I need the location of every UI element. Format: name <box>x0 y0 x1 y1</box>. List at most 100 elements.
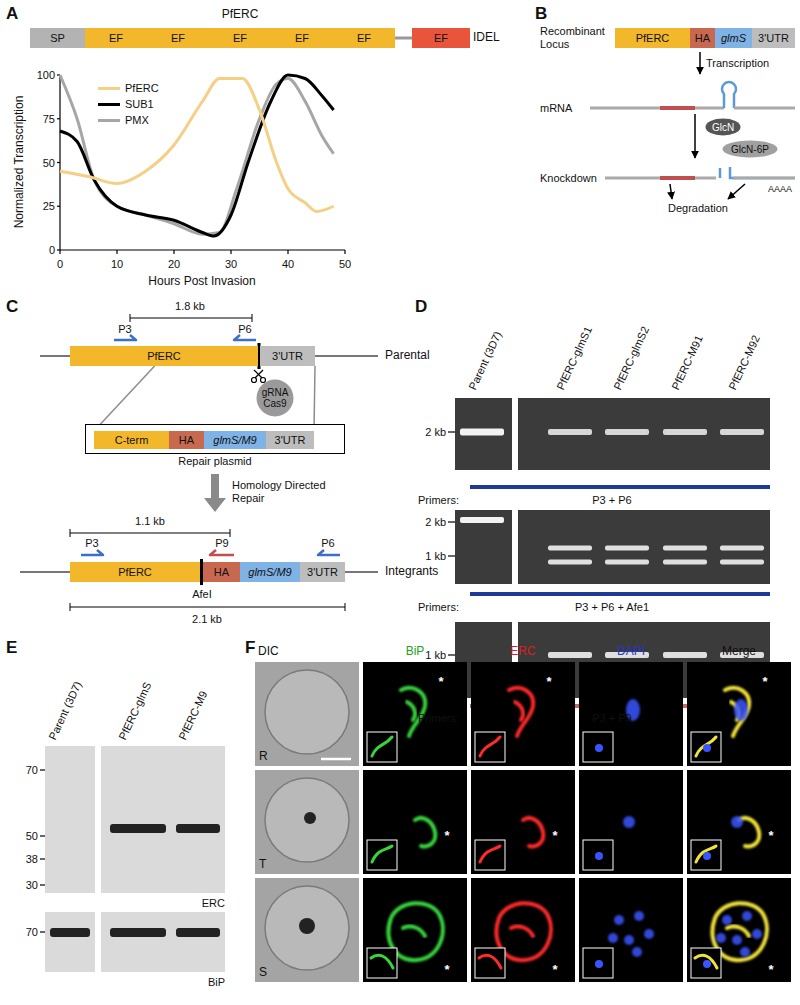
node-text: SP <box>50 32 65 44</box>
nucleus-signal <box>716 933 726 943</box>
mrna-strand <box>590 107 724 110</box>
infected-cell <box>265 778 349 862</box>
tag-segment: HA <box>690 28 715 48</box>
protein-band <box>176 824 220 833</box>
zoom-inset <box>475 732 505 762</box>
homology-arm-line <box>94 366 155 431</box>
axis-title: Normalized Transcription <box>13 96 27 229</box>
inset-signal <box>480 846 500 862</box>
tick-label: 50 <box>339 258 351 271</box>
step-label: Knockdown <box>540 172 597 185</box>
axis-tick <box>57 118 60 119</box>
marker-label: 30 <box>26 879 38 892</box>
dna-band <box>548 560 592 565</box>
panel-letter: E <box>6 638 17 658</box>
zoom-inset <box>583 732 613 762</box>
er-signal <box>407 702 415 720</box>
zoom-inset <box>691 840 721 870</box>
dna-band <box>663 652 707 658</box>
marker-label: 38 <box>26 853 38 866</box>
expression-curve <box>60 75 334 234</box>
axis-tick <box>344 250 345 254</box>
dimension-label: 1.8 kb <box>175 300 205 313</box>
micrograph-panel <box>255 770 359 874</box>
asterisk: * <box>444 829 449 844</box>
node-text: gRNA Cas9 <box>258 387 292 409</box>
node-text: EF <box>109 32 123 44</box>
motif-label: IDEL <box>473 31 500 45</box>
inset-signal <box>371 955 393 968</box>
primer-set: P3 + P6 + Afe1 <box>575 601 649 614</box>
tag-region <box>660 176 695 180</box>
panel-letter: B <box>535 4 547 24</box>
blot-label: BiP <box>208 976 225 989</box>
zoom-inset <box>475 948 505 978</box>
channel-label: DIC <box>258 645 279 659</box>
size-marker-tick <box>448 654 455 655</box>
asterisk: * <box>546 675 551 690</box>
figure-title: PfERC <box>222 8 259 22</box>
protein-band <box>110 824 166 833</box>
scale-bar <box>321 758 351 761</box>
dna-band <box>605 429 649 435</box>
ellipse-shape <box>257 380 294 417</box>
er-signal <box>727 926 749 936</box>
node-text: 3'UTR <box>275 434 306 446</box>
inset-signal <box>695 955 717 968</box>
nucleus-signal <box>722 915 732 925</box>
node-text: 3'UTR <box>272 350 303 362</box>
repair-arrow <box>204 474 226 512</box>
tick-label: 10 <box>111 258 123 271</box>
zoom-inset <box>583 840 613 870</box>
tick-label: 30 <box>225 258 237 271</box>
legend-text: SUB1 <box>125 98 154 110</box>
inset-signal <box>696 737 716 756</box>
micrograph-panel <box>363 770 467 874</box>
inset-signal <box>696 846 716 862</box>
dna-band <box>460 517 504 523</box>
dna-band <box>548 429 592 435</box>
nucleus-signal <box>732 935 742 945</box>
marker-label: 2 kb <box>425 516 446 529</box>
axis-title: Hours Post Invasion <box>148 275 255 289</box>
fluorescence-background <box>579 878 683 982</box>
western-blot <box>45 912 225 972</box>
zoom-inset <box>691 948 721 978</box>
channel-label: BiP <box>406 645 425 659</box>
marker-label: 2 kb <box>425 426 446 439</box>
primer-arrow <box>114 335 136 340</box>
hemozoin-spot <box>299 918 315 934</box>
dic-background <box>255 662 359 766</box>
signal-peptide: SP <box>30 28 85 48</box>
micrograph-panel <box>687 662 791 766</box>
gel-image <box>455 398 770 470</box>
ef-hand-domain: EF <box>209 28 271 48</box>
node-text: GlcN-6P <box>731 144 769 155</box>
node-text: glmS/M9 <box>248 566 291 578</box>
er-signal <box>415 818 435 846</box>
er-signal <box>523 818 543 846</box>
ef-hand-domain: EF <box>333 28 395 48</box>
axis-tick <box>57 162 60 163</box>
mrna-strand <box>734 107 795 110</box>
inset-signal <box>372 846 392 862</box>
panel-letter: A <box>6 4 18 24</box>
x-axis <box>60 249 345 250</box>
blot-splice-gap <box>95 912 101 972</box>
dimension-tick <box>70 603 71 611</box>
step-label: Degradation <box>668 202 728 215</box>
zoom-inset <box>691 732 721 762</box>
lane-label: PfERC-M91 <box>668 333 705 392</box>
primer-bar <box>470 592 770 596</box>
tick-label: 40 <box>282 258 294 271</box>
step-label: mRNA <box>540 102 572 115</box>
ribozyme-segment: glmS/M9 <box>204 431 266 449</box>
dna-band <box>663 560 707 565</box>
ribozyme-segment: glmS/M9 <box>240 562 300 582</box>
locus-label: Integrants <box>385 565 438 579</box>
fluorescence-background <box>363 662 467 766</box>
gene-segment: PfERC <box>70 562 200 582</box>
nucleus-signal <box>731 816 743 828</box>
tag-region <box>660 106 695 110</box>
